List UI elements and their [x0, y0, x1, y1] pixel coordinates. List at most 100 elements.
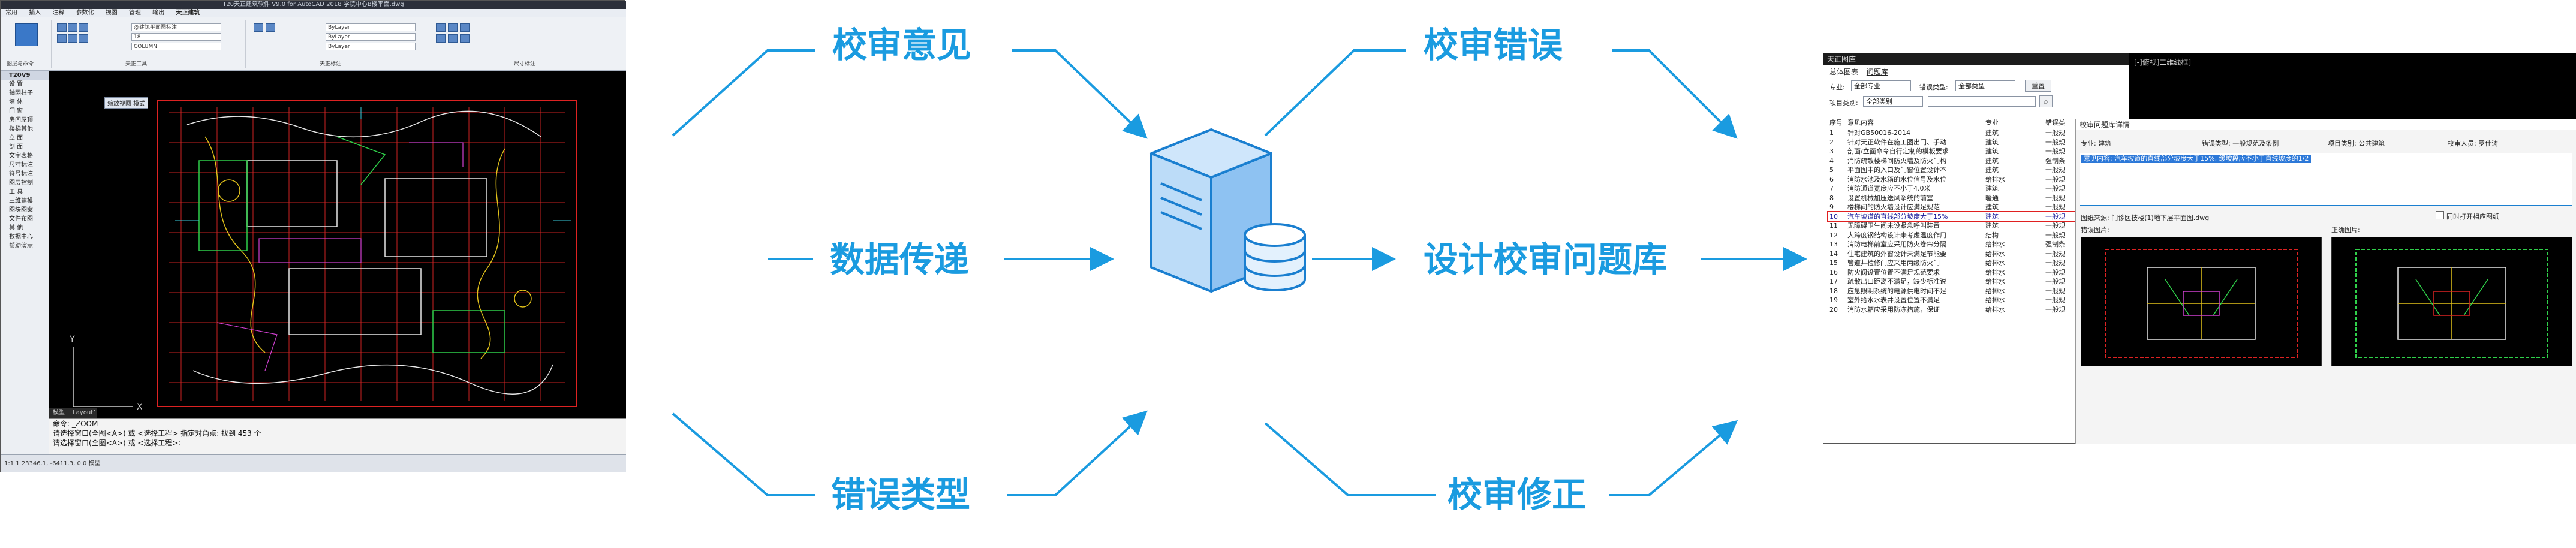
command-line[interactable]: 命令: _ZOOM 请选择窗口(全图<A>) 或 <选择工程> 指定对角点: 找… — [49, 418, 626, 455]
side-menu-item[interactable]: 文字表格 — [9, 153, 33, 159]
tab-overview[interactable]: 总体图表 — [1829, 68, 1859, 76]
annotation-icon[interactable] — [460, 34, 470, 43]
row-major: 建筑 — [1985, 138, 1999, 146]
side-menu-item[interactable]: 剖 面 — [9, 144, 23, 150]
side-menu-item[interactable]: 文件布图 — [9, 216, 33, 222]
dimension-icon[interactable] — [448, 23, 458, 32]
side-menu-item[interactable]: 楼梯其他 — [9, 126, 33, 133]
menu-item[interactable]: 注释 — [52, 10, 65, 16]
side-menu-item[interactable]: 轴网柱子 — [9, 90, 33, 97]
side-menu-item[interactable]: 三维建模 — [9, 198, 33, 204]
row-number: 12 — [1829, 231, 1838, 239]
tab-issue-library[interactable]: 问题库 — [1866, 68, 1888, 76]
side-menu-item[interactable]: 数据中心 — [9, 234, 33, 240]
linetype-select[interactable]: ByLayer — [326, 33, 416, 41]
major-select[interactable]: 全部专业 — [1851, 80, 1911, 91]
layer-combo-select[interactable]: ByLayer — [326, 23, 416, 31]
opinion-text-box[interactable]: 意见内容: 汽车坡道的直线部分坡度大于15%, 缓坡段应不小于直线坡度的1/2 — [2080, 153, 2572, 206]
row-opinion: 针对天正软件在施工图出门、手动 — [1847, 138, 1946, 146]
category-select[interactable]: 全部类别 — [1863, 96, 1923, 107]
layer-icon[interactable] — [79, 23, 88, 32]
col-header: 专业 — [1985, 119, 1999, 127]
side-menu-item[interactable]: 房间屋顶 — [9, 117, 33, 124]
error-type-select[interactable]: 全部类型 — [1955, 80, 2015, 91]
dim-style-select[interactable]: @建筑平面图标注 — [131, 23, 221, 31]
tangent-app-icon[interactable] — [15, 23, 38, 46]
layer-icon[interactable] — [254, 23, 263, 32]
row-error-type: 强制条 — [2045, 240, 2065, 248]
side-menu-item[interactable]: 门 窗 — [9, 108, 23, 115]
side-menu-item[interactable]: 设 置 — [9, 81, 23, 88]
viewport-label[interactable]: [-]俯视]二维线框] — [2134, 58, 2192, 67]
side-menu-item[interactable]: 立 面 — [9, 135, 23, 141]
side-menu-item[interactable]: 图层控制 — [9, 180, 33, 186]
color-icon[interactable] — [266, 23, 275, 32]
tab-layout1[interactable]: Layout1 — [73, 410, 97, 416]
side-menu-item[interactable]: 尺寸标注 — [9, 162, 33, 168]
correct-image[interactable] — [2331, 237, 2572, 366]
layer-icon[interactable] — [68, 23, 77, 32]
row-error-type: 一般规 — [2045, 305, 2065, 314]
search-input[interactable] — [1928, 96, 2036, 107]
search-icon[interactable]: ⌕ — [2039, 95, 2053, 107]
annotation-icon[interactable] — [448, 34, 458, 43]
side-menu-item[interactable]: 图块图案 — [9, 207, 33, 213]
text-style-select[interactable]: COLUMN — [131, 43, 221, 50]
arrow-error-type — [1007, 410, 1148, 496]
side-menu-item[interactable]: 帮助演示 — [9, 243, 33, 249]
side-menu-item[interactable]: 符号标注 — [9, 171, 33, 177]
side-menu-item[interactable]: 墙 体 — [9, 99, 23, 106]
error-image[interactable] — [2081, 237, 2322, 366]
side-menu-title: T20V9 — [1, 71, 49, 80]
tool-icon[interactable] — [68, 34, 77, 43]
category-label: 项目类别: — [1829, 99, 1858, 107]
annotation-icon[interactable] — [436, 34, 446, 43]
row-number: 10 — [1829, 212, 1838, 221]
row-error-type: 一般规 — [2045, 287, 2065, 295]
menu-item[interactable]: 参数化 — [76, 10, 94, 16]
text-height-select[interactable]: 18 — [131, 33, 221, 41]
tool-icon[interactable] — [79, 34, 88, 43]
side-menu-item[interactable]: 工 具 — [9, 189, 23, 195]
menu-item[interactable]: 天正建筑 — [176, 10, 200, 16]
dimension-icon[interactable] — [436, 23, 446, 32]
issue-library-dialog: 天正图库 [-]俯视]二维线框] 总体图表 问题库 专业: 全部专业 错误类型:… — [1823, 53, 2576, 444]
reset-button[interactable]: 重置 — [2025, 80, 2051, 92]
dimension-icon[interactable] — [460, 23, 470, 32]
cad-drawing-canvas[interactable]: Y X 缩放视图 模式 模型 Layout1 — [49, 71, 626, 418]
menu-item[interactable]: 插入 — [29, 10, 41, 16]
command-prompt[interactable]: 请选择窗口(全图<A>) 或 <选择工程>: — [53, 439, 181, 447]
tab-model[interactable]: 模型 — [53, 410, 65, 416]
side-menu-item[interactable]: 其 他 — [9, 225, 23, 231]
menu-item[interactable]: 输出 — [152, 10, 165, 16]
row-opinion: 楼梯间的防火墙设计应满足规范 — [1847, 203, 1940, 211]
menu-item[interactable]: 常用 — [5, 10, 17, 16]
tool-icon[interactable] — [57, 34, 67, 43]
menu-item[interactable]: 视图 — [105, 10, 118, 16]
lineweight-select[interactable]: ByLayer — [326, 43, 416, 50]
layer-icon[interactable] — [57, 23, 67, 32]
row-opinion: 消防电梯前室应采用防火卷帘分隔 — [1847, 240, 1946, 248]
menu-item[interactable]: 管理 — [128, 10, 141, 16]
open-drawing-checkbox[interactable] — [2436, 211, 2444, 219]
